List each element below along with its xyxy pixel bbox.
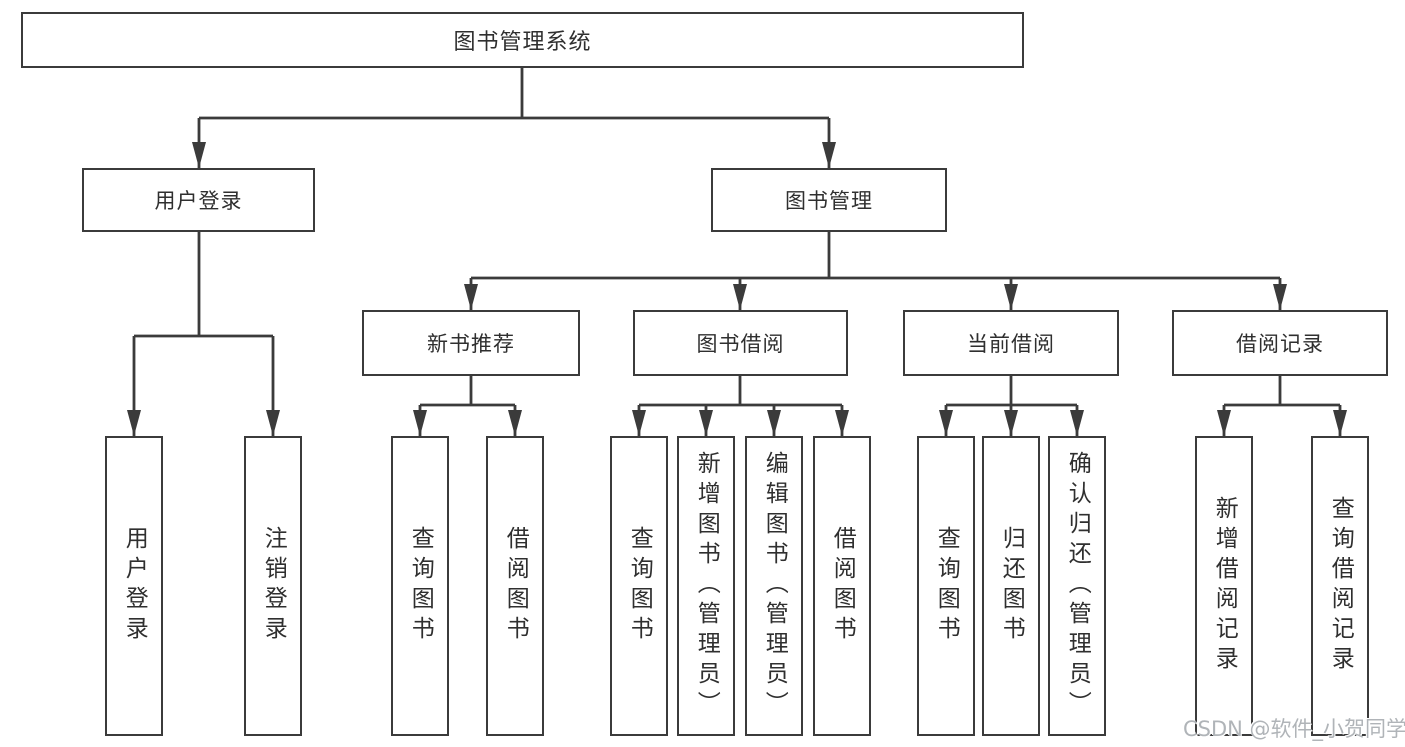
connector-borrow-records bbox=[1222, 376, 1342, 436]
leaf-query-books-recommend: 查询图书 bbox=[391, 436, 449, 736]
leaf-edit-book-admin: 编辑图书（管理员） bbox=[745, 436, 803, 736]
leaf-logout: 注销登录 bbox=[244, 436, 302, 736]
node-label: 查询图书 bbox=[407, 526, 434, 646]
arrowhead bbox=[767, 410, 781, 436]
arrowhead bbox=[835, 410, 849, 436]
arrowhead bbox=[699, 410, 713, 436]
arrowhead bbox=[192, 142, 206, 168]
arrowhead bbox=[1070, 410, 1084, 436]
leaf-return-books: 归还图书 bbox=[982, 436, 1040, 736]
node-borrow-records: 借阅记录 bbox=[1172, 310, 1388, 376]
connector-new-book bbox=[418, 376, 517, 436]
arrowheads bbox=[127, 142, 1347, 436]
arrowhead bbox=[413, 410, 427, 436]
node-label: 用户登录 bbox=[154, 189, 243, 213]
node-label: 新书推荐 bbox=[427, 332, 515, 356]
connector-root bbox=[197, 68, 831, 168]
node-label: 新增借阅记录 bbox=[1211, 496, 1238, 676]
leaf-confirm-return-admin: 确认归还（管理员） bbox=[1048, 436, 1106, 736]
leaf-add-borrow-record: 新增借阅记录 bbox=[1195, 436, 1253, 736]
arrowhead bbox=[1004, 284, 1018, 310]
node-label: 借阅图书 bbox=[829, 526, 856, 646]
node-label: 图书管理 bbox=[785, 189, 873, 213]
node-user-login: 用户登录 bbox=[82, 168, 315, 232]
arrowhead bbox=[822, 142, 836, 168]
arrowhead bbox=[939, 410, 953, 436]
node-label: 图书借阅 bbox=[696, 332, 785, 356]
arrowhead bbox=[508, 410, 522, 436]
leaf-query-borrow-record: 查询借阅记录 bbox=[1311, 436, 1369, 736]
node-label: 新增图书（管理员） bbox=[693, 451, 720, 721]
node-label: 查询借阅记录 bbox=[1327, 496, 1354, 676]
leaf-query-books-borrow: 查询图书 bbox=[610, 436, 668, 736]
node-root: 图书管理系统 bbox=[21, 12, 1024, 68]
node-label: 用户登录 bbox=[121, 526, 148, 646]
arrowhead bbox=[1004, 410, 1018, 436]
leaf-query-books-current: 查询图书 bbox=[917, 436, 975, 736]
arrowhead bbox=[1217, 410, 1231, 436]
node-label: 图书管理系统 bbox=[453, 30, 592, 55]
node-label: 借阅记录 bbox=[1236, 332, 1324, 356]
connector-user-login bbox=[132, 232, 275, 436]
arrowhead bbox=[733, 284, 747, 310]
node-label: 查询图书 bbox=[933, 526, 960, 646]
arrowhead bbox=[464, 284, 478, 310]
node-label: 注销登录 bbox=[260, 526, 287, 646]
node-label: 确认归还（管理员） bbox=[1064, 451, 1091, 721]
node-label: 当前借阅 bbox=[967, 332, 1055, 356]
node-label: 编辑图书（管理员） bbox=[761, 451, 788, 721]
arrowhead bbox=[1333, 410, 1347, 436]
arrowhead bbox=[266, 410, 280, 436]
arrowhead bbox=[1273, 284, 1287, 310]
node-book-borrow: 图书借阅 bbox=[633, 310, 848, 376]
node-label: 借阅图书 bbox=[502, 526, 529, 646]
leaf-user-login: 用户登录 bbox=[105, 436, 163, 736]
node-label: 查询图书 bbox=[626, 526, 653, 646]
arrowhead bbox=[632, 410, 646, 436]
connector-book-management bbox=[469, 232, 1282, 310]
arrowhead bbox=[127, 410, 141, 436]
node-new-book-recommend: 新书推荐 bbox=[362, 310, 580, 376]
watermark: CSDN @软件_小贺同学 bbox=[1183, 717, 1405, 741]
leaf-borrow-books-borrow: 借阅图书 bbox=[813, 436, 871, 736]
node-book-management: 图书管理 bbox=[711, 168, 947, 232]
connector-book-borrow bbox=[637, 376, 844, 436]
node-label: 归还图书 bbox=[998, 526, 1025, 646]
leaf-borrow-books-recommend: 借阅图书 bbox=[486, 436, 544, 736]
leaf-add-book-admin: 新增图书（管理员） bbox=[677, 436, 735, 736]
node-current-borrow: 当前借阅 bbox=[903, 310, 1119, 376]
